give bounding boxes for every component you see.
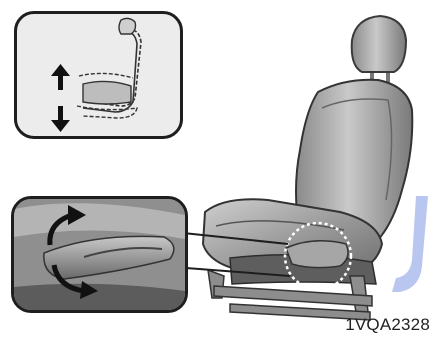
watermark-logo [392,196,434,296]
figure-code: 1VQA2328 [345,315,430,335]
lever-closeup-inset [11,196,188,313]
seat-height-adjust-icon [17,14,180,136]
seat-height-inset [14,11,183,139]
down-arrow-icon [51,106,70,132]
up-arrow-icon [51,64,70,90]
